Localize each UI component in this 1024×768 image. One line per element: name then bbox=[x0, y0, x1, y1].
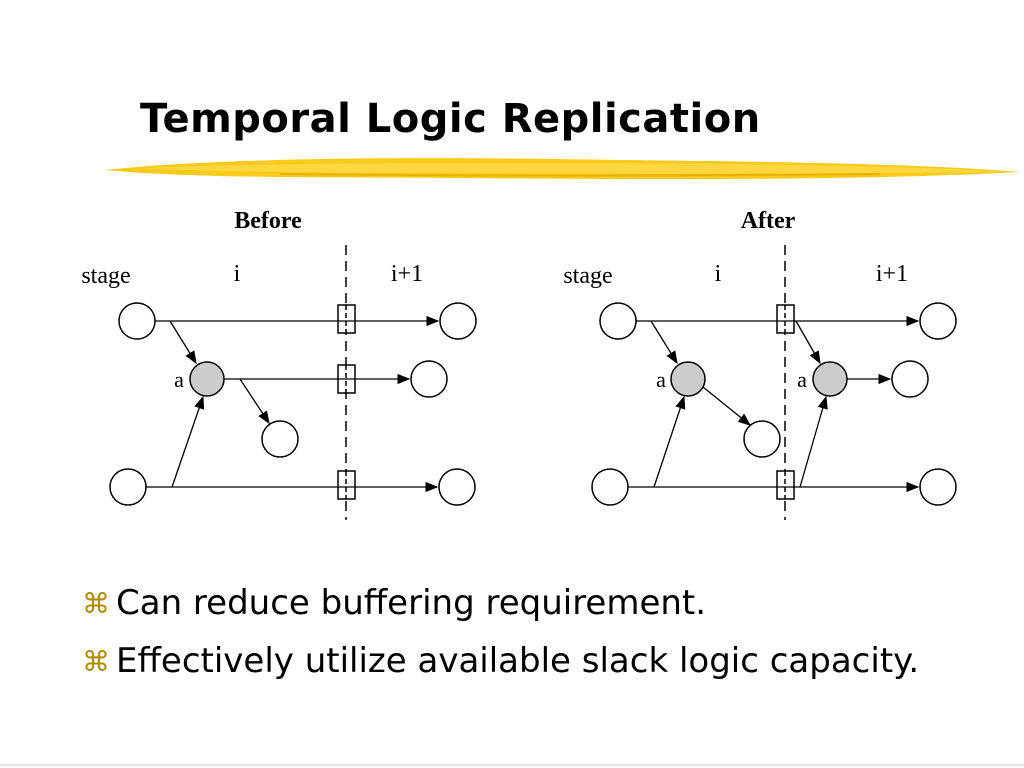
before-node-sink bbox=[261, 420, 299, 458]
after-node-bottom-right bbox=[919, 468, 957, 506]
bullet-text: Effectively utilize available slack logi… bbox=[116, 641, 920, 681]
list-item: ⌘ Effectively utilize available slack lo… bbox=[82, 632, 919, 690]
after-stage-i: i bbox=[715, 261, 722, 287]
list-item: ⌘ Can reduce buffering requirement. bbox=[82, 574, 919, 632]
before-node-bottom-right bbox=[438, 468, 476, 506]
title-underline-brushstroke bbox=[105, 158, 1020, 180]
after-node-a-left bbox=[670, 361, 706, 397]
before-node-top-right bbox=[439, 302, 477, 340]
after-node-top-right bbox=[919, 302, 957, 340]
after-node-mid-right bbox=[891, 360, 929, 398]
before-stage-i1: i+1 bbox=[391, 261, 423, 287]
bullet-text: Can reduce buffering requirement. bbox=[116, 583, 707, 623]
bullet-list: ⌘ Can reduce buffering requirement. ⌘ Ef… bbox=[82, 574, 919, 690]
before-stage-i: i bbox=[234, 261, 241, 287]
replication-diagram: Before stage i i+1 a After stage i i+1 bbox=[81, 208, 957, 520]
after-heading: After bbox=[741, 208, 796, 234]
after-stage-i1: i+1 bbox=[876, 261, 908, 287]
command-key-icon: ⌘ bbox=[82, 586, 110, 620]
after-node-sink bbox=[743, 420, 781, 458]
after-node-a-right bbox=[812, 361, 848, 397]
after-node-bottom-left bbox=[591, 468, 629, 506]
before-node-a bbox=[189, 361, 225, 397]
before-panel: Before stage i i+1 a bbox=[81, 208, 477, 520]
after-node-a-left-label: a bbox=[656, 367, 666, 392]
after-node-top-left bbox=[599, 302, 637, 340]
before-node-a-label: a bbox=[174, 367, 184, 392]
before-node-mid-right bbox=[410, 360, 448, 398]
slide-title: Temporal Logic Replication bbox=[140, 96, 761, 142]
after-stage-label: stage bbox=[563, 263, 612, 289]
before-stage-label: stage bbox=[81, 263, 130, 289]
before-heading: Before bbox=[234, 208, 302, 234]
command-key-icon: ⌘ bbox=[82, 644, 110, 678]
after-panel: After stage i i+1 a a bbox=[563, 208, 957, 520]
before-node-bottom-left bbox=[109, 468, 147, 506]
before-node-top-left bbox=[118, 302, 156, 340]
after-node-a-right-label: a bbox=[797, 367, 807, 392]
slide-footer-rule bbox=[0, 764, 1024, 766]
